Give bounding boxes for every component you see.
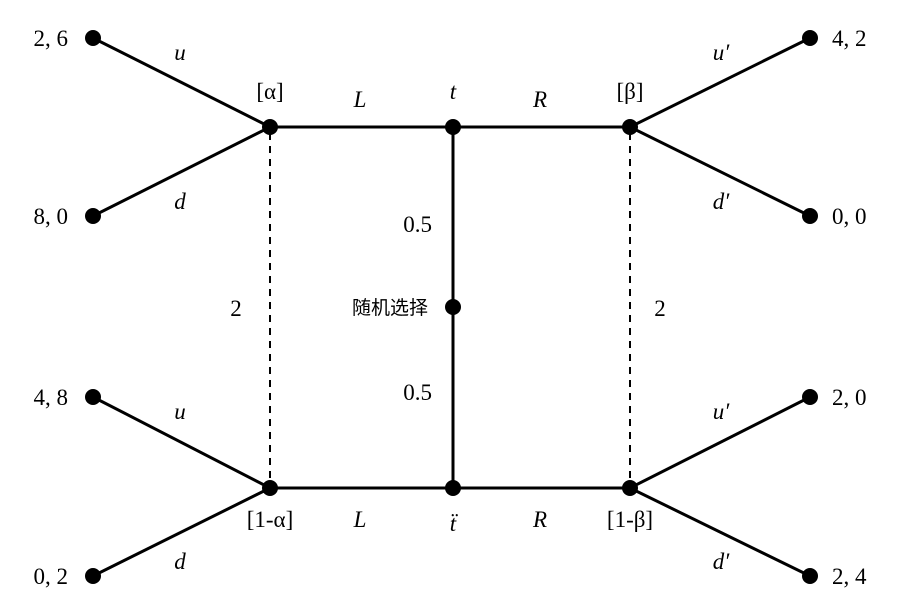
belief-beta: [β] bbox=[616, 79, 643, 104]
payoff-left-top-u: 2, 6 bbox=[34, 26, 69, 51]
type-labels: t ẗ bbox=[450, 79, 459, 536]
label-right-bottom-u: u′ bbox=[713, 399, 731, 424]
node-right-top bbox=[622, 119, 638, 135]
node-type-top bbox=[445, 119, 461, 135]
label-top-L: L bbox=[353, 87, 367, 112]
payoff-left-bottom-d: 0, 2 bbox=[34, 564, 69, 589]
belief-alpha: [α] bbox=[256, 79, 283, 104]
sender-action-labels: L R L R bbox=[353, 87, 547, 532]
terminal-right-top-u bbox=[802, 30, 818, 46]
type-top-t: t bbox=[450, 79, 457, 104]
label-top-R: R bbox=[532, 87, 547, 112]
nature-prob-bottom: 0.5 bbox=[403, 380, 432, 405]
label-right-bottom-d: d′ bbox=[713, 549, 731, 574]
label-left-top-u: u bbox=[174, 40, 186, 65]
edge-right-top-u bbox=[629, 36, 811, 129]
label-bottom-R: R bbox=[532, 507, 547, 532]
info-set-label-left: 2 bbox=[230, 296, 242, 321]
node-nature bbox=[445, 299, 461, 315]
terminal-left-top-d bbox=[85, 208, 101, 224]
payoff-right-bottom-u: 2, 0 bbox=[832, 385, 867, 410]
belief-labels: [α] [1-α] [β] [1-β] bbox=[247, 79, 653, 532]
terminal-left-bottom-d bbox=[85, 568, 101, 584]
label-left-top-d: d bbox=[174, 189, 186, 214]
nature-prob-top: 0.5 bbox=[403, 212, 432, 237]
type-bottom-t: ẗ bbox=[450, 511, 459, 536]
label-bottom-L: L bbox=[353, 507, 367, 532]
edge-left-top-d bbox=[92, 125, 271, 218]
edge-right-top-d bbox=[629, 125, 811, 218]
nature-label: 随机选择 bbox=[352, 297, 428, 319]
information-sets bbox=[269, 133, 631, 482]
info-set-label-right: 2 bbox=[654, 296, 666, 321]
payoff-right-top-d: 0, 0 bbox=[832, 204, 867, 229]
info-set-player-labels: 2 2 bbox=[230, 296, 666, 321]
terminal-left-top-u bbox=[85, 30, 101, 46]
payoff-left-top-d: 8, 0 bbox=[34, 204, 69, 229]
terminal-left-bottom-u bbox=[85, 389, 101, 405]
edge-right-bottom-d bbox=[629, 486, 811, 578]
belief-one-minus-beta: [1-β] bbox=[607, 507, 653, 532]
edge-left-bottom-u bbox=[92, 395, 271, 490]
tree-nodes bbox=[85, 30, 818, 584]
payoff-right-bottom-d: 2, 4 bbox=[832, 564, 867, 589]
belief-one-minus-alpha: [1-α] bbox=[247, 507, 294, 532]
label-right-top-u: u′ bbox=[713, 40, 731, 65]
payoff-left-bottom-u: 4, 8 bbox=[34, 385, 69, 410]
node-left-bottom bbox=[262, 480, 278, 496]
payoff-right-top-u: 4, 2 bbox=[832, 26, 867, 51]
label-left-bottom-d: d bbox=[174, 549, 186, 574]
payoff-labels: 2, 6 8, 0 4, 8 0, 2 4, 2 0, 0 2, 0 2, 4 bbox=[34, 26, 868, 589]
node-right-bottom bbox=[622, 480, 638, 496]
terminal-right-top-d bbox=[802, 208, 818, 224]
node-left-top bbox=[262, 119, 278, 135]
label-right-top-d: d′ bbox=[713, 189, 731, 214]
edge-left-top-u bbox=[92, 36, 271, 129]
terminal-right-bottom-d bbox=[802, 568, 818, 584]
response-labels: u d u d u′ d′ u′ d′ bbox=[174, 40, 730, 574]
edge-left-bottom-d bbox=[92, 486, 271, 578]
label-left-bottom-u: u bbox=[174, 399, 186, 424]
nature-labels: 随机选择 0.5 0.5 bbox=[352, 212, 432, 405]
node-type-bottom bbox=[445, 480, 461, 496]
edge-right-bottom-u bbox=[629, 395, 811, 490]
terminal-right-bottom-u bbox=[802, 389, 818, 405]
